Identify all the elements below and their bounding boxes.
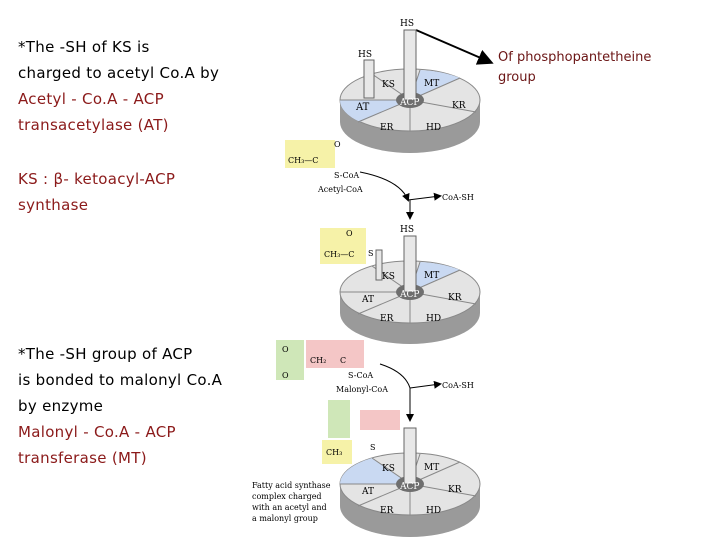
acp-label: ACP bbox=[399, 290, 419, 300]
text-block-1: *The -SH of KS is charged to acetyl Co.A… bbox=[18, 34, 278, 138]
note-line: group bbox=[498, 70, 536, 85]
text-line: by enzyme bbox=[18, 397, 104, 415]
ks-label: KS bbox=[382, 80, 395, 90]
at-label: AT bbox=[361, 295, 374, 305]
er-label: ER bbox=[380, 506, 394, 516]
text-line-enzyme: Acetyl - Co.A - ACP bbox=[18, 90, 164, 108]
er-label: ER bbox=[380, 314, 394, 324]
hs-left-label: HS bbox=[358, 50, 372, 60]
caption-line: a malonyl group bbox=[252, 514, 318, 523]
er-label: ER bbox=[380, 123, 394, 133]
text-block-3: *The -SH group of ACP is bonded to malon… bbox=[18, 341, 278, 471]
mt-label: MT bbox=[424, 271, 439, 281]
text-line: charged to acetyl Co.A by bbox=[18, 64, 220, 82]
kr-label: KR bbox=[448, 485, 462, 495]
note-line: Of phosphopantetheine bbox=[498, 50, 652, 65]
hd-label: HD bbox=[426, 314, 441, 324]
text-line: is bonded to malonyl Co.A bbox=[18, 371, 223, 389]
kr-label: KR bbox=[448, 293, 462, 303]
kr-label: KR bbox=[452, 101, 466, 111]
text-line-enzyme: Malonyl - Co.A - ACP bbox=[18, 423, 176, 441]
malonyl-o2-label: O bbox=[282, 371, 289, 380]
malonyl-coa-label: Malonyl-CoA bbox=[336, 385, 388, 394]
acetyl-group-box bbox=[285, 140, 335, 168]
mt-label: MT bbox=[424, 463, 439, 473]
acetyl-o-label: O bbox=[334, 140, 341, 149]
wheel-3: KS MT AT ACP KR ER HD bbox=[339, 427, 481, 537]
acetyl-group-label: CH₃—C bbox=[288, 156, 318, 165]
pointer-arrow bbox=[415, 29, 494, 65]
text-line-ks-definition: KS : β- ketoacyl-ACP bbox=[18, 170, 176, 188]
text-block-2: KS : β- ketoacyl-ACP synthase bbox=[18, 166, 278, 218]
malonyl-o1-label: O bbox=[282, 345, 289, 354]
caption-line: Fatty acid synthase bbox=[252, 481, 331, 490]
acetyl-attached-box bbox=[320, 228, 366, 264]
text-line-enzyme: transacetylase (AT) bbox=[18, 116, 169, 134]
phosphopantetheine-note: Of phosphopantetheine group bbox=[498, 48, 698, 88]
coa-sh-label-1: CoA-SH bbox=[442, 193, 474, 202]
at-label: AT bbox=[355, 102, 370, 113]
at-label: AT bbox=[361, 487, 374, 497]
wheel-1: KS MT AT ACP KR ER HD HS HS bbox=[339, 19, 481, 153]
synthase-caption: Fatty acid synthase complex charged with… bbox=[252, 481, 331, 523]
malonyl-carboxyl-box bbox=[276, 340, 304, 380]
mt-segment bbox=[410, 70, 460, 100]
malonyl-c-label: C bbox=[340, 356, 346, 365]
text-line-enzyme: transferase (MT) bbox=[18, 449, 147, 467]
acp-label: ACP bbox=[399, 98, 419, 108]
mt-label: MT bbox=[424, 79, 439, 89]
text-line: synthase bbox=[18, 196, 89, 214]
hd-label: HD bbox=[426, 123, 441, 133]
text-line: *The -SH of KS is bbox=[18, 38, 150, 56]
s-coa-label-2: S-CoA bbox=[348, 371, 373, 380]
bottom-s-label: S bbox=[370, 443, 375, 452]
caption-line: complex charged bbox=[252, 492, 322, 501]
caption-line: with an acetyl and bbox=[252, 503, 327, 512]
ks-label: KS bbox=[382, 272, 395, 282]
acetyl-s-label: S bbox=[368, 249, 373, 258]
ks-label: KS bbox=[382, 464, 395, 474]
hs-top-label: HS bbox=[400, 19, 414, 29]
malonyl-ch2-label: CH₂ bbox=[310, 356, 326, 365]
text-line: *The -SH group of ACP bbox=[18, 345, 193, 363]
hs-mid-label: HS bbox=[400, 225, 414, 235]
acetyl-o-label: O bbox=[346, 229, 353, 238]
acetyl-group-label: CH₃—C bbox=[324, 250, 354, 259]
acetyl-coa-label: Acetyl-CoA bbox=[317, 185, 363, 194]
hd-label: HD bbox=[426, 506, 441, 516]
s-coa-label-1: S-CoA bbox=[334, 171, 359, 180]
coa-sh-label-2: CoA-SH bbox=[442, 381, 474, 390]
bottom-ch3-label: CH₃ bbox=[326, 448, 342, 457]
acp-label: ACP bbox=[399, 482, 419, 492]
wheel-2: KS MT AT ACP KR ER HD HS bbox=[339, 225, 481, 344]
malonyl-body-box bbox=[306, 340, 364, 368]
at-segment bbox=[339, 100, 410, 122]
